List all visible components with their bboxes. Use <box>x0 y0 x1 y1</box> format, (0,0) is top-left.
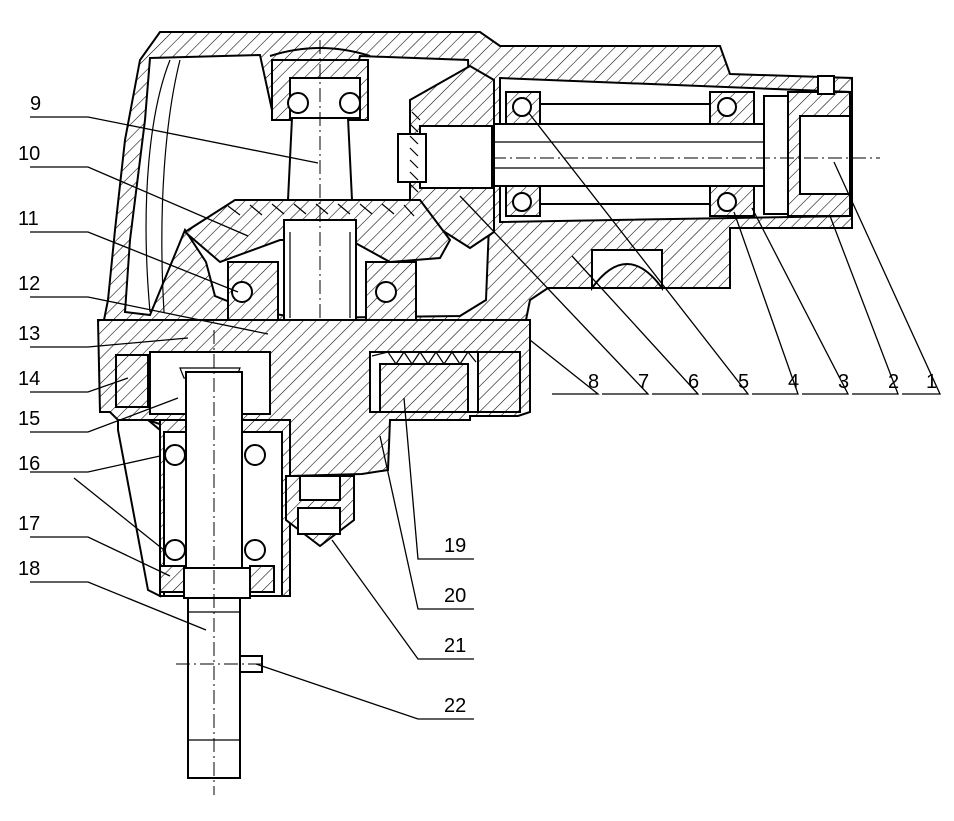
part-labels: 9 10 11 12 13 14 15 16 17 18 19 20 21 22… <box>18 93 937 717</box>
output-shaft <box>117 330 291 795</box>
label-7: 7 <box>638 371 649 393</box>
bearing-ball <box>717 97 737 117</box>
label-21: 21 <box>444 635 466 657</box>
bearing-ball <box>339 92 361 114</box>
label-10: 10 <box>18 143 40 165</box>
leader-lines <box>30 111 942 720</box>
bearing-ball <box>287 92 309 114</box>
lower-housing <box>96 319 531 478</box>
label-4: 4 <box>788 371 799 393</box>
label-6: 6 <box>688 371 699 393</box>
drive-nose <box>285 475 355 548</box>
label-8: 8 <box>588 371 599 393</box>
bearing-ball <box>231 281 253 303</box>
bearing-ball <box>512 97 532 117</box>
label-19: 19 <box>444 535 466 557</box>
label-22: 22 <box>444 695 466 717</box>
label-2: 2 <box>888 371 899 393</box>
label-16: 16 <box>18 453 40 475</box>
label-5: 5 <box>738 371 749 393</box>
bearing-ball <box>164 539 186 561</box>
label-20: 20 <box>444 585 466 607</box>
bearing-ball <box>512 192 532 212</box>
label-15: 15 <box>18 408 40 430</box>
label-9: 9 <box>30 93 41 115</box>
label-3: 3 <box>838 371 849 393</box>
bearing-ball <box>244 539 266 561</box>
label-14: 14 <box>18 368 40 390</box>
label-18: 18 <box>18 558 40 580</box>
bearing-ball <box>375 281 397 303</box>
bearing-ball <box>244 444 266 466</box>
label-1: 1 <box>926 371 937 393</box>
label-13: 13 <box>18 323 40 345</box>
bearing-ball <box>717 192 737 212</box>
label-12: 12 <box>18 273 40 295</box>
label-11: 11 <box>18 208 39 230</box>
label-17: 17 <box>18 513 40 535</box>
spindle-assembly <box>420 75 880 217</box>
bearing-ball <box>164 444 186 466</box>
